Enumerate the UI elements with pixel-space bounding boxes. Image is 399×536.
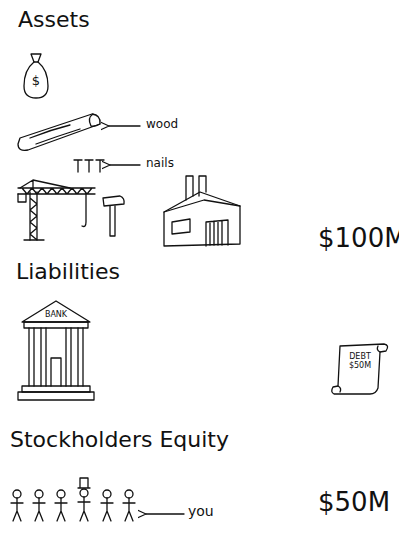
section-heading: Assets xyxy=(18,8,90,32)
outline-stroke xyxy=(338,386,341,392)
hammer-head xyxy=(103,196,124,206)
outline-stroke xyxy=(24,322,88,328)
log-end xyxy=(89,114,100,126)
counterweight xyxy=(18,194,26,202)
amount-value: $100M xyxy=(318,224,399,253)
factory xyxy=(164,176,240,246)
nail xyxy=(74,160,82,172)
head xyxy=(57,490,65,498)
nail xyxy=(96,160,104,172)
leader-arrow xyxy=(109,125,140,126)
head xyxy=(13,490,21,498)
nails xyxy=(74,160,104,172)
body xyxy=(55,498,67,521)
outline-stroke xyxy=(22,386,90,392)
stick-figure xyxy=(101,490,113,521)
callout-label: wood xyxy=(146,118,178,131)
body xyxy=(101,498,113,521)
body xyxy=(123,498,135,521)
money-bag: $ xyxy=(22,50,50,100)
crane-tower xyxy=(30,192,37,240)
head xyxy=(80,489,88,497)
body xyxy=(11,498,23,521)
head xyxy=(103,490,111,498)
outline-stroke xyxy=(31,54,41,62)
node-text: BANK xyxy=(18,311,94,320)
body xyxy=(78,497,90,521)
section-heading: Liabilities xyxy=(16,260,120,284)
section-heading: Stockholders Equity xyxy=(10,428,229,452)
head xyxy=(35,490,43,498)
chimneys xyxy=(186,176,206,200)
debt-scroll: DEBT $50M xyxy=(330,340,390,396)
outline-stroke xyxy=(51,358,61,386)
crane-jib xyxy=(18,188,95,194)
amount-value: $50M xyxy=(318,488,390,517)
outline-stroke xyxy=(18,392,94,400)
factory-door xyxy=(206,220,228,246)
factory-window xyxy=(172,219,190,234)
stick-figures xyxy=(11,478,135,521)
head xyxy=(125,490,133,498)
hammer-handle xyxy=(110,206,115,236)
factory-body xyxy=(164,192,240,246)
outline-stroke xyxy=(377,346,380,352)
hammer xyxy=(103,196,124,236)
wood-grain xyxy=(30,125,80,144)
outline-stroke xyxy=(66,328,83,386)
crane xyxy=(18,180,95,240)
wood-log xyxy=(18,114,100,150)
stick-figure xyxy=(11,490,23,521)
stick-figure xyxy=(33,490,45,521)
stick-figure xyxy=(123,490,135,521)
callout-label: nails xyxy=(146,157,174,170)
log-outline xyxy=(18,114,100,150)
node-text: DEBT $50M xyxy=(330,353,390,371)
stick-figure-top-hat xyxy=(78,478,90,521)
body xyxy=(33,498,45,521)
node-text: $ xyxy=(22,74,50,88)
bank-building: BANK xyxy=(18,298,94,402)
stick-figure xyxy=(55,490,67,521)
nail xyxy=(85,160,93,172)
top-hat xyxy=(78,478,90,488)
leader-arrow xyxy=(110,164,140,165)
outline-stroke xyxy=(29,328,46,386)
factory-roof xyxy=(164,200,240,212)
callout-label: you xyxy=(188,504,214,519)
crane-base xyxy=(24,239,44,240)
crane-top xyxy=(20,180,70,188)
crane-hook xyxy=(82,194,86,227)
leader-arrow xyxy=(146,513,184,514)
